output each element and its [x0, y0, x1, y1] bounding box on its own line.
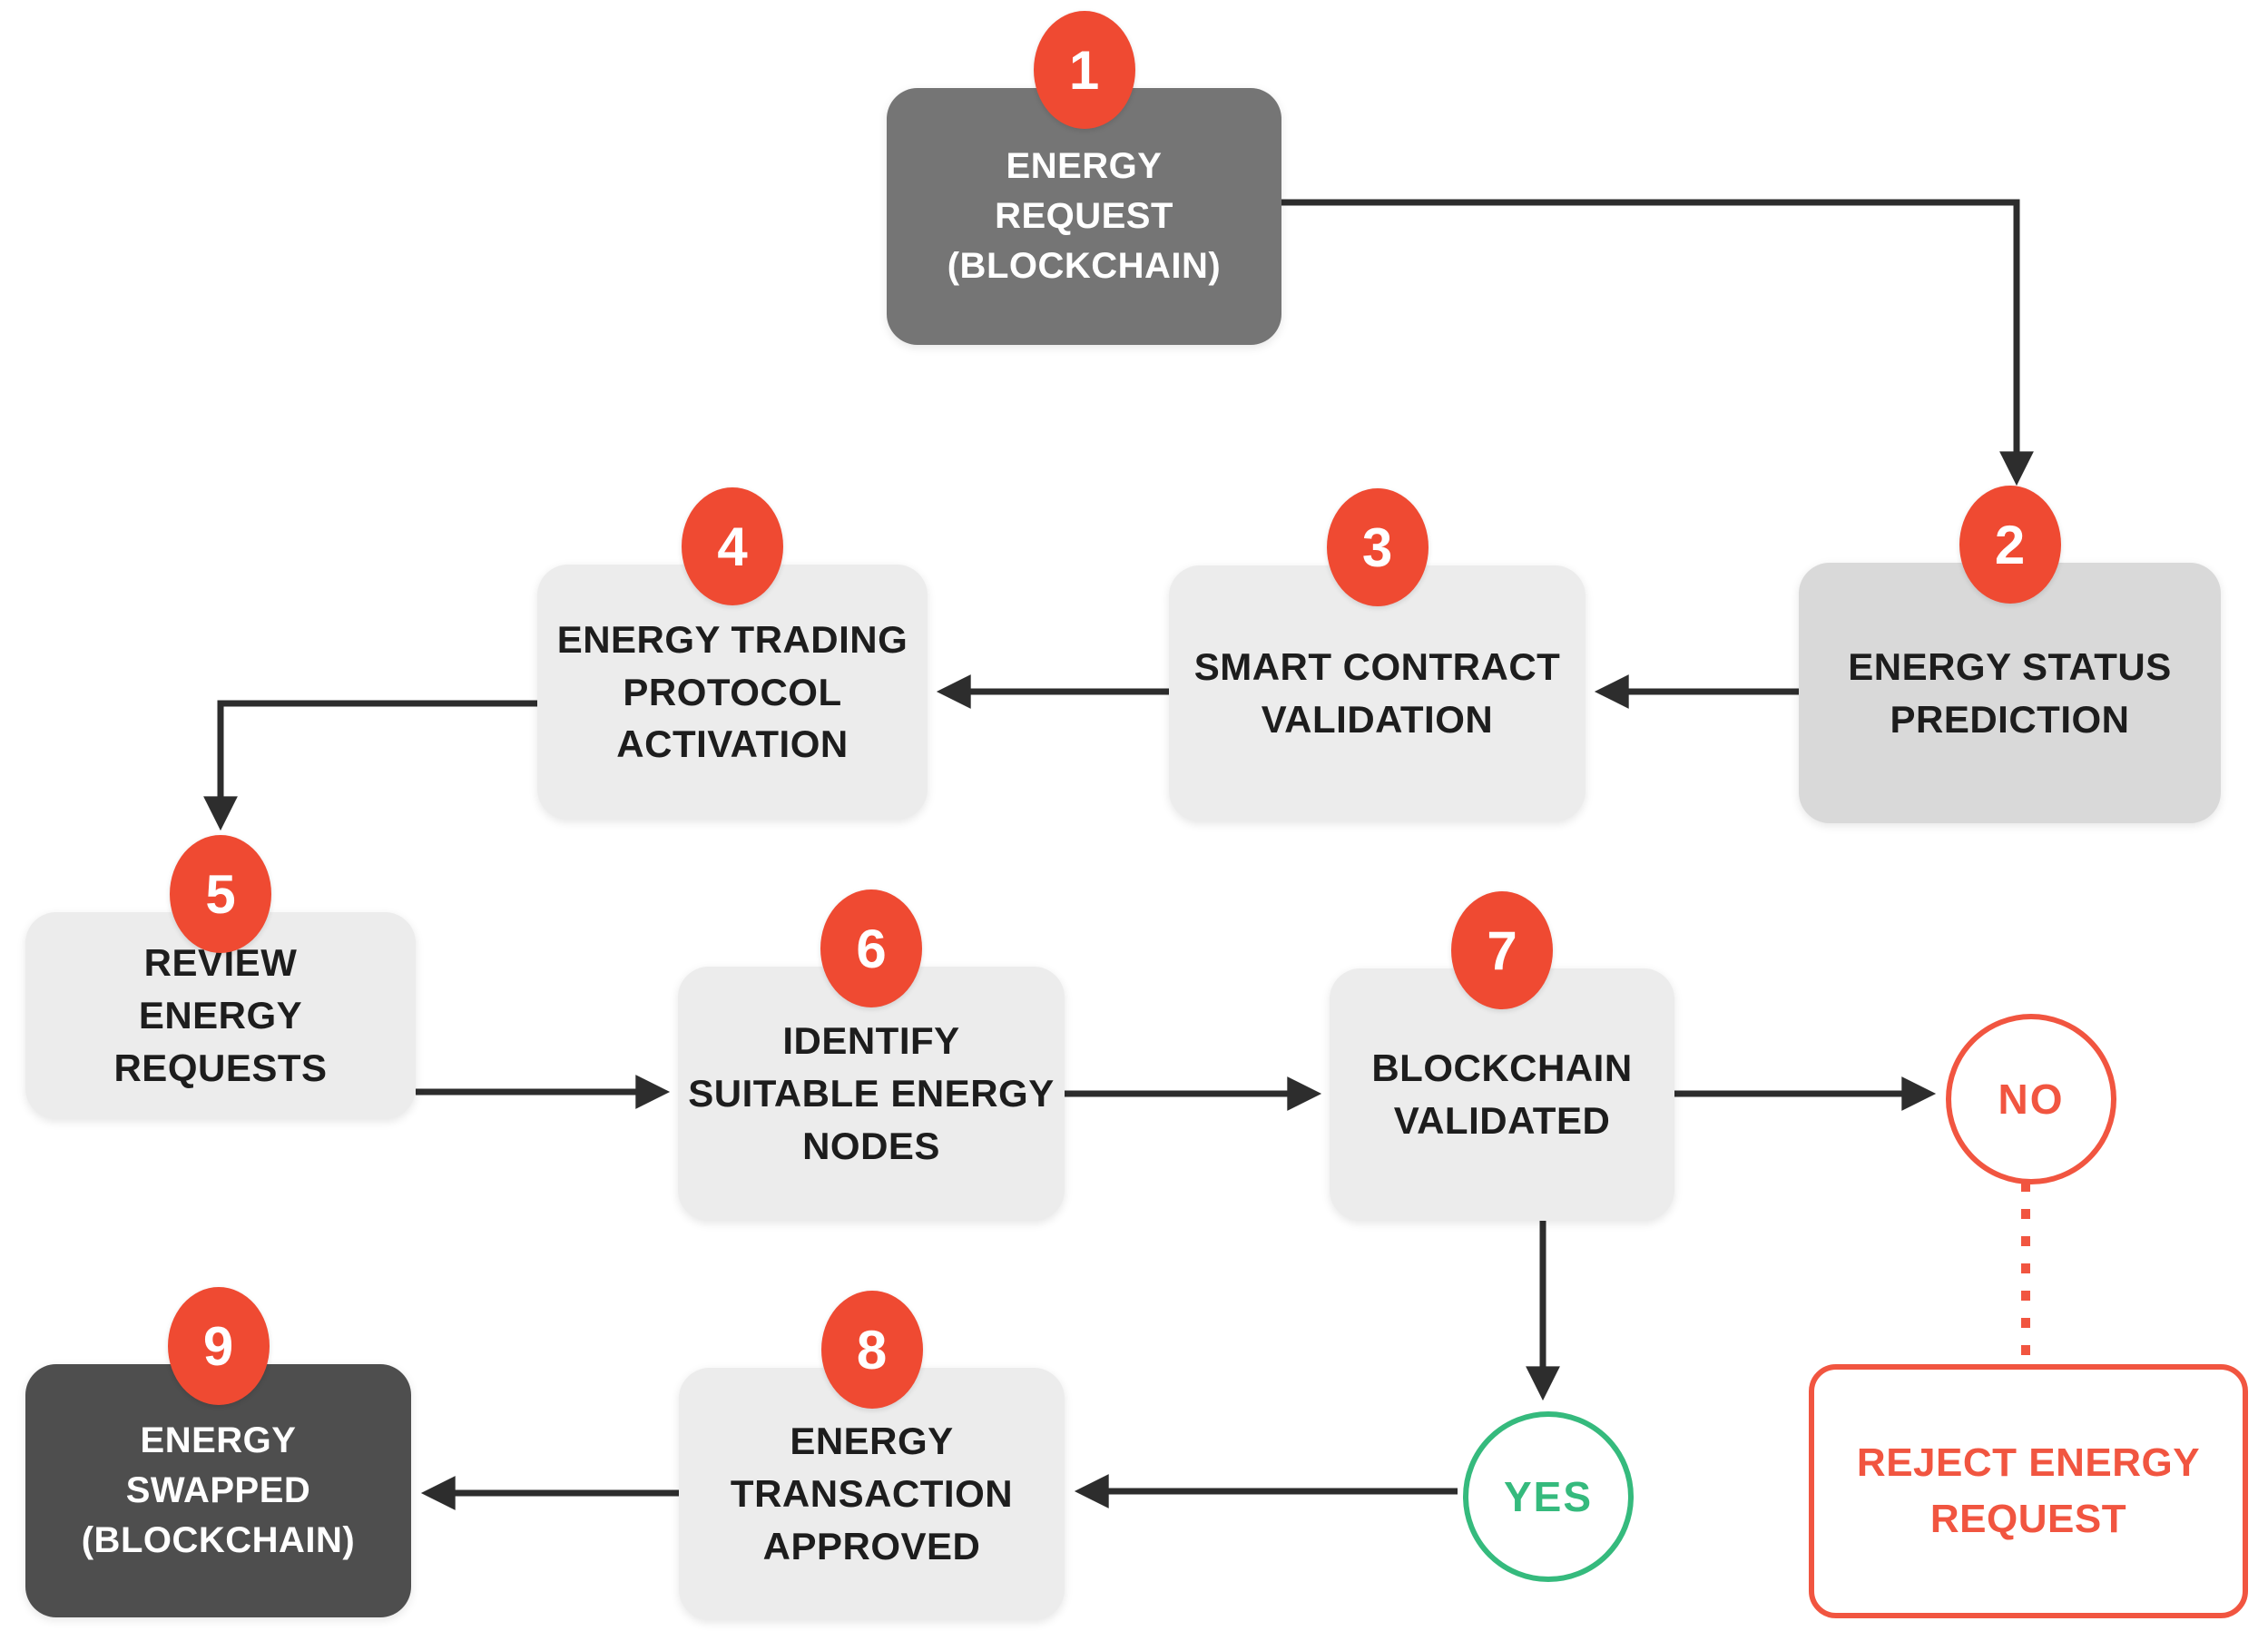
step-2-number: 2: [1994, 514, 2026, 575]
step-6-number: 6: [856, 918, 887, 979]
step-3-number: 3: [1361, 516, 1393, 578]
node-energy-status-prediction: 2 ENERGY STATUS PREDICTION: [1799, 486, 2221, 823]
node-energy-request: 1 ENERGY REQUEST (BLOCKCHAIN): [887, 11, 1281, 345]
step-5-number: 5: [205, 863, 236, 925]
node-reject-energy-request: REJECT ENERGY REQUEST: [1809, 1364, 2248, 1618]
node-smart-contract-validation: 3 SMART CONTRACT VALIDATION: [1169, 488, 1586, 821]
step-6-badge: 6: [820, 889, 922, 1007]
node-energy-trading-protocol-activation-label: ENERGY TRADING PROTOCOL ACTIVATION: [556, 617, 908, 766]
step-9-badge: 9: [167, 1287, 270, 1405]
decision-no-label: NO: [1998, 1076, 2065, 1123]
node-energy-trading-protocol-activation: 4 ENERGY TRADING PROTOCOL ACTIVATION: [537, 487, 928, 820]
step-8-number: 8: [856, 1319, 888, 1381]
node-identify-suitable-energy-nodes-label: IDENTIFY SUITABLE ENERGY NODES: [688, 1019, 1055, 1167]
step-3-badge: 3: [1326, 488, 1429, 606]
step-5-badge: 5: [170, 835, 271, 953]
decision-yes-circle: YES: [1463, 1411, 1634, 1582]
node-energy-transaction-approved: 8 ENERGY TRANSACTION APPROVED: [679, 1291, 1065, 1620]
node-energy-transaction-approved-label: ENERGY TRANSACTION APPROVED: [730, 1420, 1014, 1567]
step-7-badge: 7: [1451, 891, 1553, 1009]
step-1-number: 1: [1068, 39, 1100, 101]
node-energy-request-label: ENERGY REQUEST (BLOCKCHAIN): [947, 145, 1222, 287]
node-review-energy-requests: 5 REVIEW ENERGY REQUESTS: [25, 835, 416, 1119]
decision-no-circle: NO: [1946, 1014, 2116, 1184]
node-smart-contract-validation-label: SMART CONTRACT VALIDATION: [1193, 645, 1561, 741]
decision-yes-label: YES: [1503, 1473, 1594, 1520]
node-reject-energy-request-label: REJECT ENERGY REQUEST: [1856, 1440, 2201, 1541]
step-4-number: 4: [717, 516, 748, 577]
step-7-number: 7: [1487, 919, 1517, 981]
step-1-badge: 1: [1033, 11, 1135, 129]
node-energy-swapped-label: ENERGY SWAPPED (BLOCKCHAIN): [81, 1420, 356, 1561]
node-energy-status-prediction-label: ENERGY STATUS PREDICTION: [1848, 644, 2172, 741]
node-review-energy-requests-label: REVIEW ENERGY REQUESTS: [113, 941, 328, 1089]
step-4-badge: 4: [682, 487, 783, 605]
node-identify-suitable-energy-nodes: 6 IDENTIFY SUITABLE ENERGY NODES: [678, 889, 1065, 1221]
node-blockchain-validated: 7 BLOCKCHAIN VALIDATED: [1330, 891, 1674, 1221]
step-9-number: 9: [202, 1315, 234, 1377]
step-2-badge: 2: [1959, 486, 2061, 604]
step-8-badge: 8: [820, 1291, 923, 1409]
edge-1-2: [1281, 199, 2034, 486]
edge-4-5: [203, 700, 537, 831]
node-energy-swapped: 9 ENERGY SWAPPED (BLOCKCHAIN): [25, 1287, 411, 1617]
node-blockchain-validated-label: BLOCKCHAIN VALIDATED: [1371, 1047, 1633, 1142]
